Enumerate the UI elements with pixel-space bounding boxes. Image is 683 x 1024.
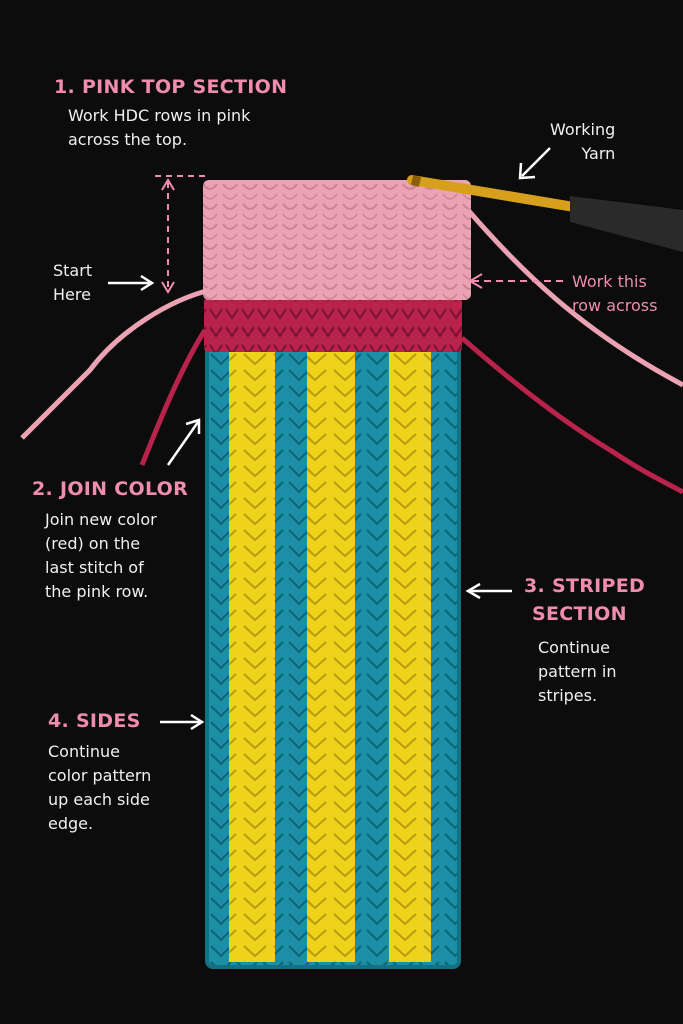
red-working-yarn <box>460 336 683 495</box>
step-4-line: edge. <box>48 814 94 833</box>
step-2-line: (red) on the <box>45 534 141 553</box>
step-3-title: 3. STRIPED SECTION <box>524 572 645 628</box>
crochet-hook <box>407 175 683 252</box>
red-yarn-tail <box>139 328 208 466</box>
working-yarn-callout: Working Yarn <box>550 118 615 166</box>
yellow-stripe <box>389 350 431 962</box>
callout-line: row across <box>572 296 658 315</box>
yellow-stripe <box>229 350 275 962</box>
callout-line: Start <box>53 261 93 280</box>
callout-line: Work this <box>572 272 647 291</box>
step-3-line: pattern in <box>538 662 617 681</box>
step-2-description: Join new color (red) on the last stitch … <box>45 508 157 604</box>
step-3-description: Continue pattern in stripes. <box>538 636 616 708</box>
arrow-icon <box>465 582 512 600</box>
pink-top-section <box>203 180 471 300</box>
pink-working-yarn <box>466 208 683 388</box>
step-4-description: Continue color pattern up each side edge… <box>48 740 151 836</box>
red-join-row <box>204 298 462 352</box>
step-4-title: 4. SIDES <box>48 710 141 732</box>
arrow-icon <box>468 273 565 289</box>
yellow-stripe <box>307 350 355 962</box>
step-3-title-line: 3. STRIPED <box>524 575 646 597</box>
striped-body <box>205 343 461 969</box>
step-3-line: Continue <box>538 638 610 657</box>
step-4-line: color pattern <box>48 766 152 785</box>
step-1-description: Work HDC rows in pink across the top. <box>68 104 250 152</box>
step-1-title: 1. PINK TOP SECTION <box>54 76 288 98</box>
step-4-line: up each side <box>48 790 150 809</box>
step-2-line: the pink row. <box>45 582 149 601</box>
step-2-line: last stitch of <box>45 558 144 577</box>
step-1-line: across the top. <box>68 130 188 149</box>
arrow-icon <box>160 713 205 731</box>
hook-handle <box>570 196 683 252</box>
step-3-title-line: SECTION <box>532 603 627 625</box>
step-2-title: 2. JOIN COLOR <box>32 478 189 500</box>
height-marker <box>155 175 205 294</box>
arrow-icon <box>108 274 155 292</box>
callout-line: Yarn <box>581 144 616 163</box>
arrow-icon <box>518 147 551 180</box>
step-1-line: Work HDC rows in pink <box>68 106 251 125</box>
start-here-callout: Start Here <box>53 259 92 307</box>
arrow-icon <box>166 418 201 466</box>
step-4-line: Continue <box>48 742 120 761</box>
step-2-line: Join new color <box>45 510 157 529</box>
callout-line: Working <box>550 120 616 139</box>
step-3-line: stripes. <box>538 686 598 705</box>
callout-line: Here <box>53 285 91 304</box>
pink-yarn-tail <box>20 287 211 440</box>
work-row-callout: Work this row across <box>572 270 657 318</box>
